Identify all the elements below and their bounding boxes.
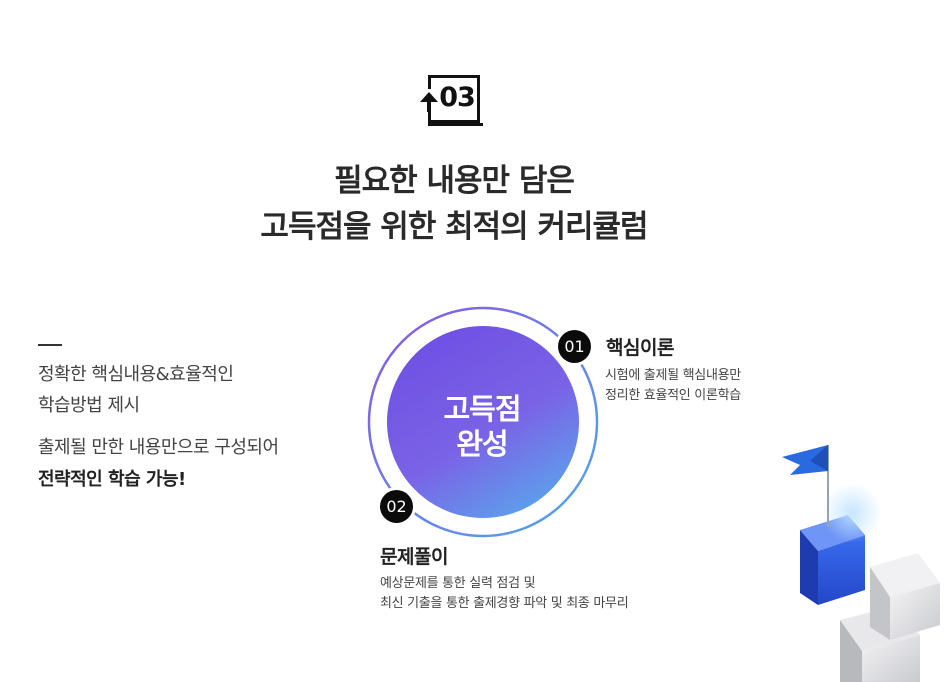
upload-arrow-icon (420, 92, 438, 102)
step-desc-01-line2: 정리한 효율적인 이론학습 (605, 388, 741, 403)
step-title-01: 핵심이론 (606, 337, 674, 359)
step-desc-02: 예상문제를 통한 실력 점검 및 최신 기출을 통한 출제경향 파악 및 최종 … (380, 574, 629, 614)
step-number-02: 02 (380, 490, 413, 523)
step-number-01: 01 (558, 330, 591, 363)
badge-frame-bottom (428, 123, 483, 126)
step-desc-02-line2: 최신 기출을 통한 출제경향 파악 및 최종 마무리 (380, 596, 629, 611)
curriculum-circle (367, 306, 599, 538)
flag-icon (782, 445, 829, 527)
step-desc-01-line1: 시험에 출제될 핵심내용만 (605, 368, 741, 383)
intro-divider (38, 344, 62, 346)
grey-cube-right (870, 553, 940, 640)
page-title-line1: 필요한 내용만 담은 (334, 163, 575, 199)
step-title-02: 문제풀이 (380, 546, 448, 568)
inner-disc (387, 326, 579, 518)
intro-line3: 출제될 만한 내용만으로 구성되어 (38, 437, 279, 458)
badge-number: 03 (439, 82, 476, 113)
step-desc-02-line1: 예상문제를 통한 실력 점검 및 (380, 576, 536, 591)
upload-arrow-stem (427, 100, 431, 112)
badge-frame-left-bottom (428, 109, 431, 126)
badge-frame (428, 75, 480, 123)
center-label-line2: 완성 (456, 427, 508, 461)
light-glow (822, 483, 882, 543)
intro-line2: 학습방법 제시 (38, 395, 140, 416)
center-label-line1: 고득점 (443, 392, 521, 426)
cube-decoration (782, 445, 940, 682)
badge-frame-left-top (428, 75, 431, 89)
step-desc-01: 시험에 출제될 핵심내용만 정리한 효율적인 이론학습 (605, 366, 741, 406)
intro-line1: 정확한 핵심내용&효율적인 (38, 364, 234, 385)
outer-ring (367, 306, 599, 538)
intro-line4: 전략적인 학습 가능! (38, 469, 186, 490)
page-title-line2: 고득점을 위한 최적의 커리큘럼 (260, 209, 648, 245)
